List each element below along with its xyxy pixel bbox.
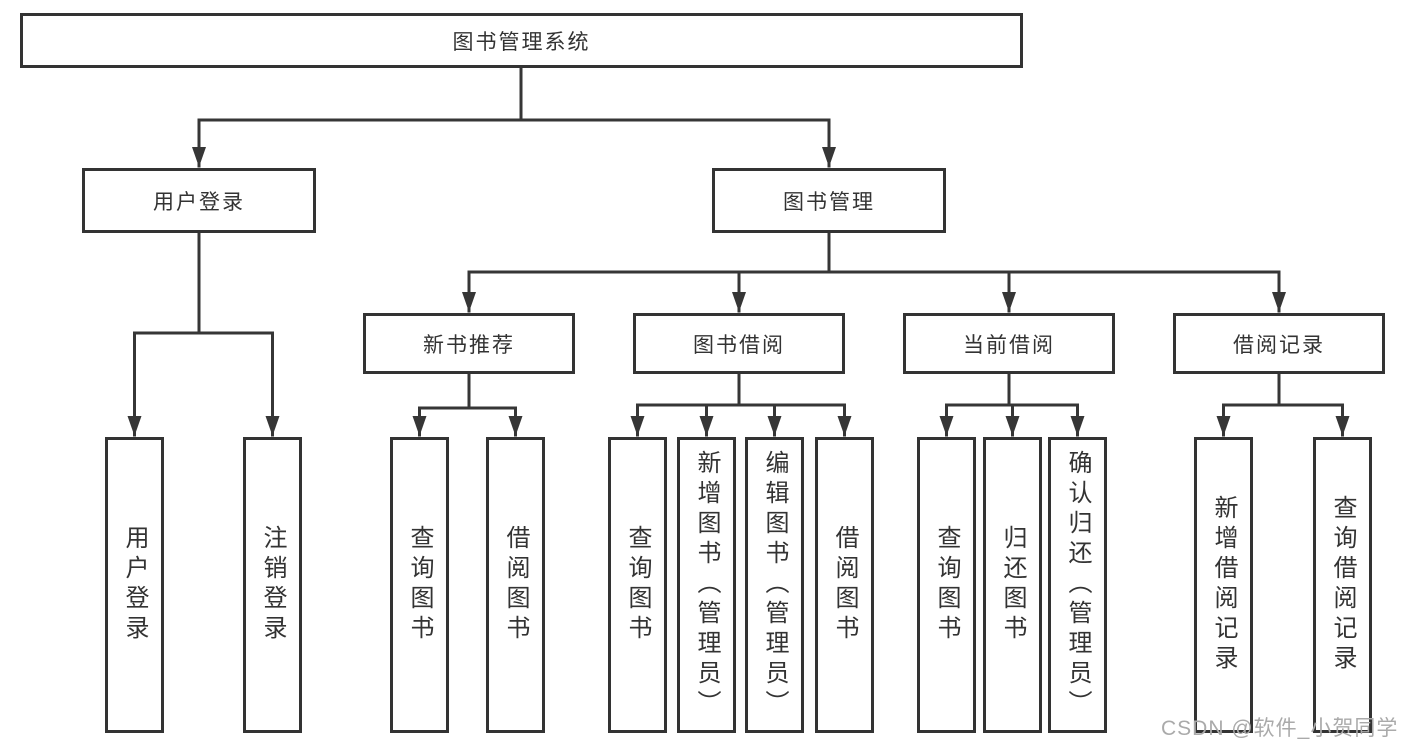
node-book-borrow-label: 图书借阅 (693, 333, 785, 357)
leaf-borrow-books: 借阅图书 (815, 437, 874, 733)
leaf-query-books-current: 查询图书 (917, 437, 976, 733)
node-book-mgmt-label: 图书管理 (783, 190, 875, 214)
node-current-borrow: 当前借阅 (903, 313, 1115, 374)
node-root-label: 图书管理系统 (452, 30, 591, 54)
node-user-login-label: 用户登录 (153, 190, 245, 214)
csdn-watermark: CSDN @软件_小贺同学 (1161, 717, 1399, 740)
connector-user-login (127, 231, 280, 437)
connector-book-borrow (630, 372, 852, 437)
leaf-query-borrow-record: 查询借阅记录 (1313, 437, 1372, 733)
node-borrow-records: 借阅记录 (1173, 313, 1385, 374)
node-user-login: 用户登录 (82, 168, 316, 233)
connector-root (192, 66, 836, 168)
connector-current-borrow (939, 372, 1085, 437)
leaf-query-books-borrow: 查询图书 (608, 437, 667, 733)
leaf-user-login: 用户登录 (105, 437, 164, 733)
node-new-book-rec: 新书推荐 (363, 313, 575, 374)
leaf-query-books-rec: 查询图书 (390, 437, 449, 733)
leaf-edit-books-admin: 编辑图书（管理员） (745, 437, 804, 733)
connector-borrow-records (1216, 372, 1350, 437)
connector-book-mgmt (462, 231, 1286, 313)
leaf-borrow-books-rec: 借阅图书 (486, 437, 545, 733)
leaf-logout: 注销登录 (243, 437, 302, 733)
node-root-system: 图书管理系统 (20, 13, 1023, 68)
connector-new-book-rec (412, 372, 523, 437)
leaf-add-borrow-record: 新增借阅记录 (1194, 437, 1253, 733)
node-borrow-records-label: 借阅记录 (1233, 333, 1325, 357)
node-book-borrow: 图书借阅 (633, 313, 845, 374)
leaf-confirm-return-admin: 确认归还（管理员） (1048, 437, 1107, 733)
node-book-mgmt: 图书管理 (712, 168, 946, 233)
leaf-return-books: 归还图书 (983, 437, 1042, 733)
node-current-borrow-label: 当前借阅 (963, 333, 1055, 357)
node-new-book-rec-label: 新书推荐 (423, 333, 515, 357)
leaf-add-books-admin: 新增图书（管理员） (677, 437, 736, 733)
